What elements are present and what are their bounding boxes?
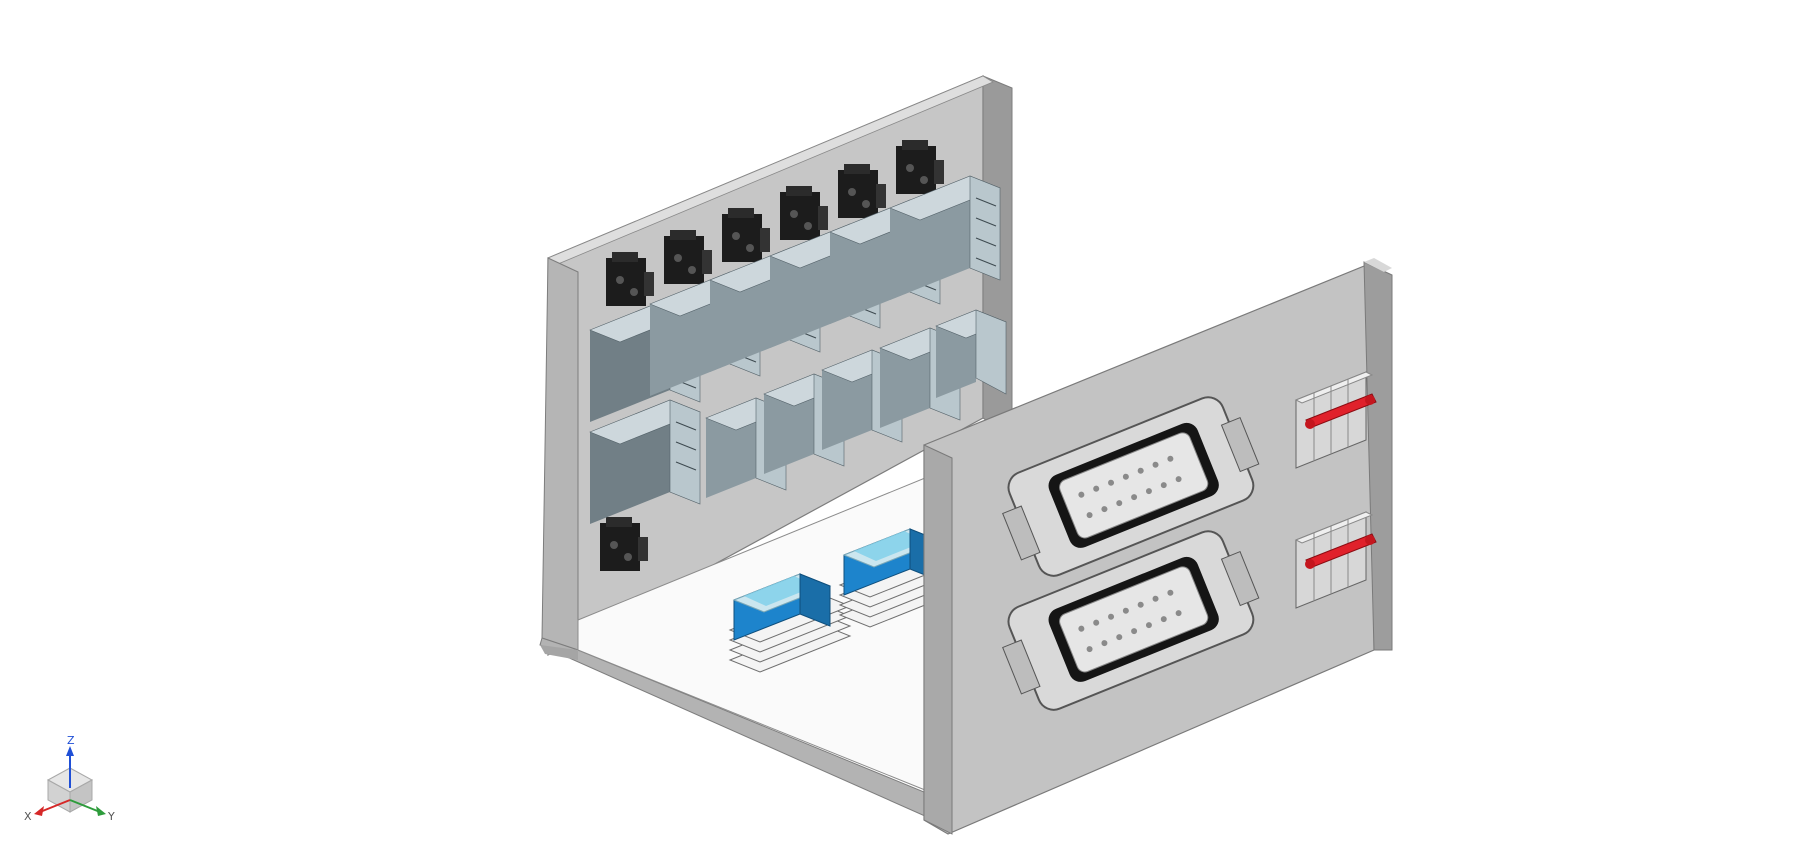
relay-socket-3[interactable] bbox=[722, 208, 770, 262]
triad-x-label: X bbox=[24, 810, 32, 823]
relay-sockets[interactable] bbox=[600, 140, 944, 571]
triad-z-label: Z bbox=[67, 734, 75, 747]
left-flange bbox=[541, 257, 579, 651]
circuit-breaker-upper[interactable] bbox=[1294, 371, 1377, 469]
din-modules-upper-row[interactable] bbox=[589, 175, 1001, 422]
relay-socket-7[interactable] bbox=[600, 517, 648, 571]
connector-upper[interactable] bbox=[991, 388, 1270, 586]
circuit-breakers[interactable] bbox=[1294, 371, 1377, 609]
axis-triad-icon[interactable]: Z X Y bbox=[24, 734, 115, 823]
relay-socket-5[interactable] bbox=[838, 164, 886, 218]
din-module-6[interactable] bbox=[889, 175, 1001, 300]
din-modules-lower-row[interactable] bbox=[589, 309, 1007, 524]
circuit-breaker-lower[interactable] bbox=[1294, 511, 1377, 609]
heavy-duty-connectors[interactable] bbox=[991, 388, 1270, 720]
relay-socket-1[interactable] bbox=[606, 252, 654, 306]
connector-lower[interactable] bbox=[991, 522, 1270, 720]
relay-socket-2[interactable] bbox=[664, 230, 712, 284]
ssr-heatsink-1[interactable] bbox=[728, 573, 852, 673]
triad-y-label: Y bbox=[107, 810, 115, 823]
din-module-7[interactable] bbox=[589, 399, 701, 524]
relay-socket-4[interactable] bbox=[780, 186, 828, 240]
din-module-12[interactable] bbox=[935, 309, 1007, 398]
relay-socket-6[interactable] bbox=[896, 140, 944, 194]
